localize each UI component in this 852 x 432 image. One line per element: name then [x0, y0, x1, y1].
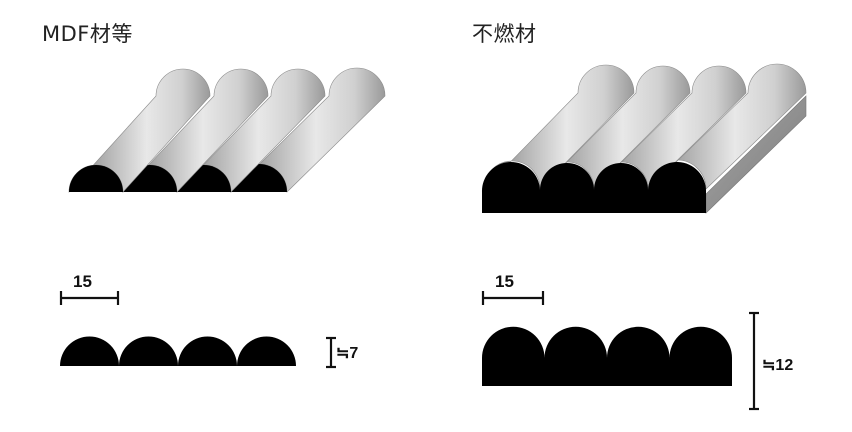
- nonflammable-height-dimension: [749, 311, 759, 411]
- mdf-height-dimension: [326, 336, 336, 369]
- mdf-width-label: 15: [73, 272, 92, 291]
- mdf-3d-profile: [68, 67, 386, 193]
- nonflammable-front-face: [481, 161, 707, 213]
- panel-title-nonflammable: 不燃材: [472, 22, 537, 46]
- nonflammable-rod-1: [483, 64, 635, 190]
- panel-title-mdf: MDF材等: [42, 22, 133, 46]
- mdf-cross-section: [60, 336, 296, 366]
- mdf-width-dimension: [59, 291, 120, 305]
- nonflammable-height-label: ≒12: [762, 357, 794, 374]
- mdf-rod-1: [68, 68, 211, 193]
- nonflammable-width-dimension: [481, 291, 545, 305]
- nonflammable-width-label: 15: [495, 272, 514, 291]
- nonflammable-cross-section: [482, 326, 732, 386]
- mdf-height-label: ≒7: [336, 345, 359, 362]
- nonflammable-3d-profile: [481, 63, 807, 214]
